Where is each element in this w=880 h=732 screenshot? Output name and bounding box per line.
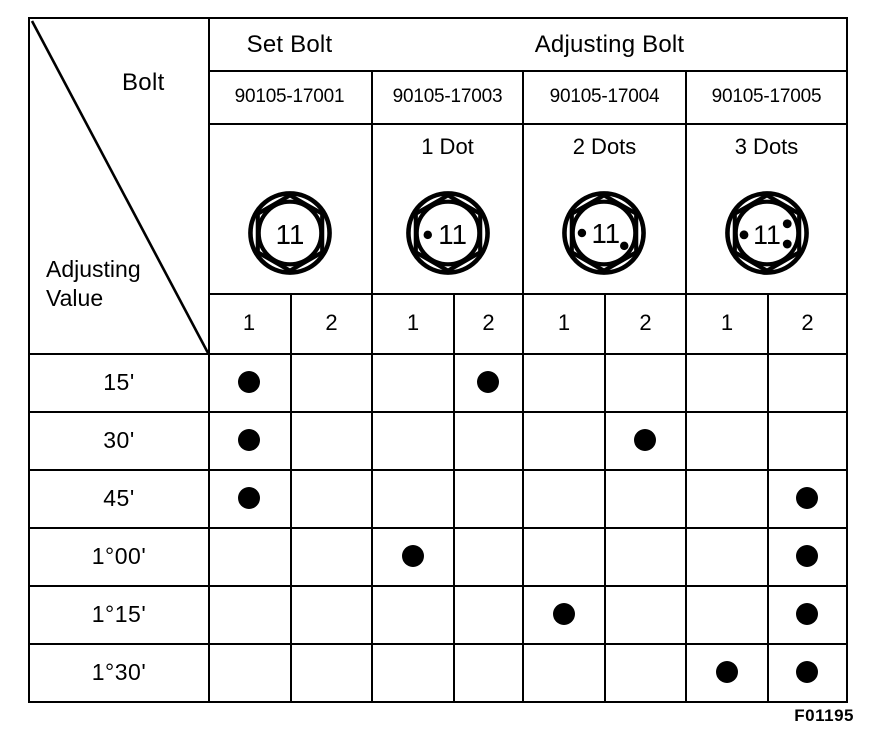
grid-vline-col7 xyxy=(767,293,769,701)
header-group-set-bolt: Set Bolt xyxy=(246,30,333,58)
grid-hline-row5 xyxy=(30,643,846,645)
selection-marker-dot xyxy=(477,371,499,393)
row-label-1: 30' xyxy=(103,426,135,453)
header-mark-label-2-dots: 2 Dots xyxy=(572,134,637,160)
selection-marker-dot xyxy=(716,661,738,683)
svg-text:11: 11 xyxy=(276,219,305,250)
header-part-number-90105-17003: 90105-17003 xyxy=(392,85,503,107)
header-mark-label-3-dots: 3 Dots xyxy=(734,134,799,160)
subheader-col-8: 2 xyxy=(801,310,814,336)
grid-hline-row1 xyxy=(30,411,846,413)
subheader-col-2: 2 xyxy=(325,310,338,336)
svg-text:11: 11 xyxy=(438,219,467,250)
row-label-5: 1°30' xyxy=(91,658,147,685)
corner-label-bolt: Bolt xyxy=(122,69,165,96)
grid-hline-row4 xyxy=(30,585,846,587)
row-label-3: 1°00' xyxy=(91,542,147,569)
bolt-head-icon-3-dots: 11 xyxy=(725,191,809,275)
grid-vline-col6 xyxy=(685,70,687,701)
selection-marker-dot xyxy=(238,371,260,393)
grid-vline-col3 xyxy=(453,293,455,701)
grid-hline-body-top xyxy=(30,353,846,355)
grid-vline-col5 xyxy=(604,293,606,701)
grid-vline-col0 xyxy=(208,19,210,701)
row-label-0: 15' xyxy=(103,368,135,395)
row-label-2: 45' xyxy=(103,484,135,511)
svg-text:11: 11 xyxy=(753,220,781,250)
header-group-adjusting-bolt: Adjusting Bolt xyxy=(534,30,685,58)
bolt-head-icon-1-dot: 11 xyxy=(406,191,490,275)
header-mark-label-1-dot: 1 Dot xyxy=(421,134,474,160)
selection-marker-dot xyxy=(238,429,260,451)
grid-hline-row3 xyxy=(30,527,846,529)
selection-marker-dot xyxy=(796,487,818,509)
subheader-col-5: 1 xyxy=(557,310,571,336)
grid-vline-col1 xyxy=(290,293,292,701)
header-part-number-90105-17004: 90105-17004 xyxy=(549,85,660,107)
selection-marker-dot xyxy=(796,603,818,625)
bolt-adjusting-value-table: Bolt Adjusting Value Set Bolt Adjusting … xyxy=(28,17,848,703)
grid-vline-col2 xyxy=(371,70,373,701)
selection-marker-dot xyxy=(402,545,424,567)
subheader-col-3: 1 xyxy=(406,310,420,336)
row-label-4: 1°15' xyxy=(91,600,147,627)
grid-hline-parts xyxy=(208,123,846,125)
subheader-col-6: 2 xyxy=(639,310,652,336)
selection-marker-dot xyxy=(796,545,818,567)
grid-hline-groups xyxy=(208,70,846,72)
header-part-number-90105-17001: 90105-17001 xyxy=(234,85,345,107)
figure-code-label: F01195 xyxy=(794,706,854,725)
subheader-col-4: 2 xyxy=(482,310,495,336)
corner-label-value: Value xyxy=(46,285,104,312)
bolt-head-icon-2-dots: 11 xyxy=(562,191,646,275)
selection-marker-dot xyxy=(238,487,260,509)
selection-marker-dot xyxy=(796,661,818,683)
svg-text:11: 11 xyxy=(592,218,621,249)
grid-hline-row2 xyxy=(30,469,846,471)
grid-hline-subheader xyxy=(208,293,846,295)
bolt-head-icon-set-bolt: 11 xyxy=(248,191,332,275)
subheader-col-1: 1 xyxy=(242,310,256,336)
grid-vline-col4 xyxy=(522,70,524,701)
corner-label-adjusting: Adjusting xyxy=(46,256,141,282)
corner-label-adjusting-value: Adjusting Value xyxy=(46,255,141,314)
selection-marker-dot xyxy=(634,429,656,451)
selection-marker-dot xyxy=(553,603,575,625)
selection-markers-layer xyxy=(30,19,846,701)
subheader-col-7: 1 xyxy=(720,310,734,336)
header-part-number-90105-17005: 90105-17005 xyxy=(711,85,822,107)
